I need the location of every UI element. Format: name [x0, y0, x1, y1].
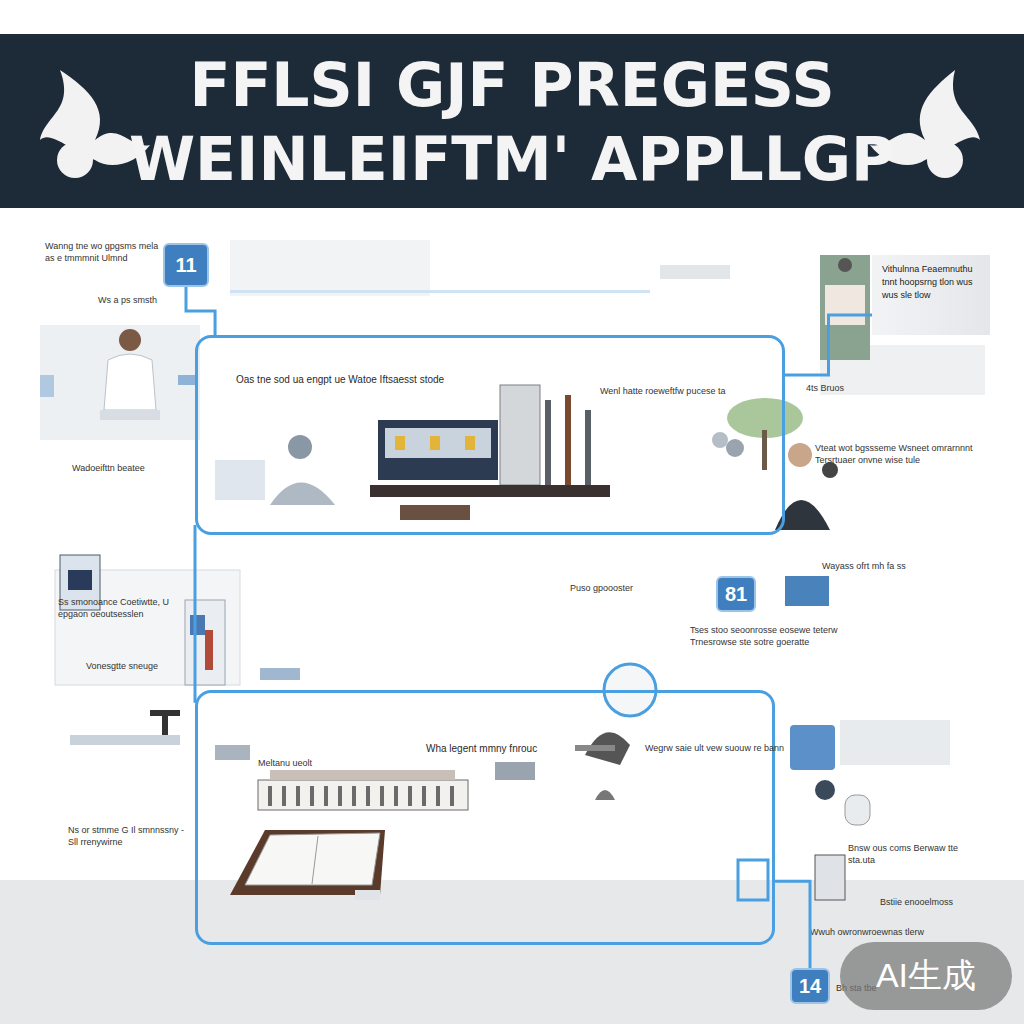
note-text: Vonesgtte sneuge — [86, 660, 186, 672]
panel — [660, 265, 730, 279]
note-text: Wadoeifttn beatee — [72, 462, 192, 474]
note-text: Ws a ps smsth — [98, 294, 188, 306]
watermark: AI生成 — [840, 942, 1012, 1010]
callout-number-text: 14 — [799, 975, 821, 998]
note-text: Tses stoo seoonrosse eosewe teterw Trnes… — [690, 624, 860, 648]
panel — [55, 570, 240, 685]
note-text: Bstiie enooelmoss — [880, 896, 990, 908]
building-illustration — [258, 770, 468, 810]
machine-illustration — [370, 385, 610, 520]
connector-line — [775, 881, 810, 968]
process-loop: Wha legent mmny fnrouc — [195, 690, 775, 945]
diagram-title: FFLSI GJF PREGESS WEINLEIFTM' APPLLGP — [112, 48, 912, 196]
note-text: Wanng tne wo gpgsms mela as e tmmmnit Ul… — [45, 240, 163, 264]
callout-number: 11 — [163, 243, 209, 287]
header-band — [0, 34, 1024, 208]
note-text: Wenl hatte roeweftfw pucese ta — [600, 385, 770, 397]
connector-line — [186, 287, 215, 335]
panel — [230, 240, 430, 296]
magnifier-figure — [575, 664, 656, 800]
bracket-symbol — [70, 710, 180, 745]
info-card: Vithulnna Feaemnuthu tnnt hoopsrng tlon … — [872, 255, 990, 335]
note-text: Wayass ofrt mh fa ss — [822, 560, 952, 572]
panel — [840, 720, 950, 765]
note-text: Meltanu ueolt — [258, 757, 378, 769]
process-loop: Oas tne sod ua engpt ue Watoe Iftsaesst … — [195, 335, 785, 535]
note-text: Puso gpoooster — [570, 582, 680, 594]
panel — [40, 325, 200, 440]
note-text: Wegrw saie ult vew suouw re bann — [645, 742, 785, 754]
floor-band — [0, 880, 1024, 1024]
device-illustration — [60, 555, 300, 685]
icon-tile — [785, 576, 829, 606]
note-text: Wwuh owronwroewnas tlerw — [810, 926, 960, 938]
person-figure — [215, 435, 335, 505]
printer-illustration — [738, 780, 870, 900]
node-text: Oas tne sod ua engpt ue Watoe Iftsaesst … — [236, 374, 456, 386]
callout-number: 14 — [790, 968, 830, 1004]
node-text: Wha legent mmny fnrouc — [426, 743, 556, 755]
connector-line — [194, 525, 197, 703]
note-text: 4ts Bruos — [806, 382, 886, 394]
node-text: Vithulnna Feaemnuthu tnnt hoopsrng tlon … — [882, 263, 980, 302]
book-illustration — [230, 830, 385, 900]
callout-number: 81 — [716, 576, 756, 612]
callout-number-text: 81 — [725, 583, 747, 606]
note-text: Bnsw ous coms Berwaw tte sta.uta — [848, 842, 978, 866]
note-text: Ns or stmme G Il smnnssny -Sll rrenywirn… — [68, 824, 188, 848]
document-figure — [820, 255, 870, 360]
note-text: Ss smonoance Coetiwtte, U epgaon oeoutse… — [58, 596, 183, 620]
panel-rule — [230, 290, 650, 293]
icon-tile — [790, 725, 835, 770]
person-figure — [40, 329, 196, 420]
note-text: Vteat wot bgssseme Wsneet omrarnnnt Ters… — [815, 442, 975, 466]
connector-line — [785, 315, 872, 375]
callout-number-text: 11 — [175, 254, 196, 277]
